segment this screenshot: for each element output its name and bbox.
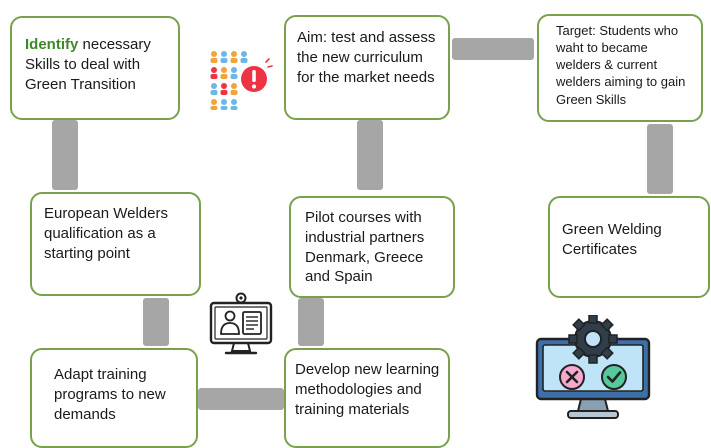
identify-highlight: Identify xyxy=(25,36,79,53)
connector-european-adapt xyxy=(143,298,169,346)
pilot-courses-box: Pilot courses with industrial partners D… xyxy=(289,196,455,298)
connector-target-certificates xyxy=(647,124,673,194)
people-alert-icon xyxy=(210,51,273,110)
certificates-text: Green Welding Certificates xyxy=(562,221,662,258)
european-qualification-box: European Welders qualification as a star… xyxy=(30,192,201,296)
connector-identify-european xyxy=(52,120,78,190)
online-learning-icon xyxy=(209,292,273,355)
adapt-text: Adapt training programs to new demands xyxy=(54,366,166,423)
develop-methodologies-box: Develop new learning methodologies and t… xyxy=(284,348,450,448)
target-box: Target: Students who waht to became weld… xyxy=(537,14,703,122)
connector-adapt-develop xyxy=(198,388,284,410)
pilot-text: Pilot courses with industrial partners D… xyxy=(305,209,425,286)
connector-pilot-develop xyxy=(298,298,324,346)
aim-text: Aim: test and assess the new curriculum … xyxy=(297,29,436,86)
european-text: European Welders qualification as a star… xyxy=(44,205,168,262)
identify-skills-box: Identify necessary Skills to deal with G… xyxy=(10,16,180,120)
target-text: Target: Students who waht to became weld… xyxy=(556,23,686,107)
green-certificates-box: Green Welding Certificates xyxy=(548,196,710,298)
develop-text: Develop new learning methodologies and t… xyxy=(295,361,440,418)
identify-text: necessary Skills to deal with Green Tran… xyxy=(25,36,151,93)
connector-aim-pilot xyxy=(357,120,383,190)
aim-box: Aim: test and assess the new curriculum … xyxy=(284,15,450,120)
adapt-training-box: Adapt training programs to new demands xyxy=(30,348,198,448)
monitor-settings-icon xyxy=(535,315,651,419)
connector-aim-target xyxy=(452,38,534,60)
